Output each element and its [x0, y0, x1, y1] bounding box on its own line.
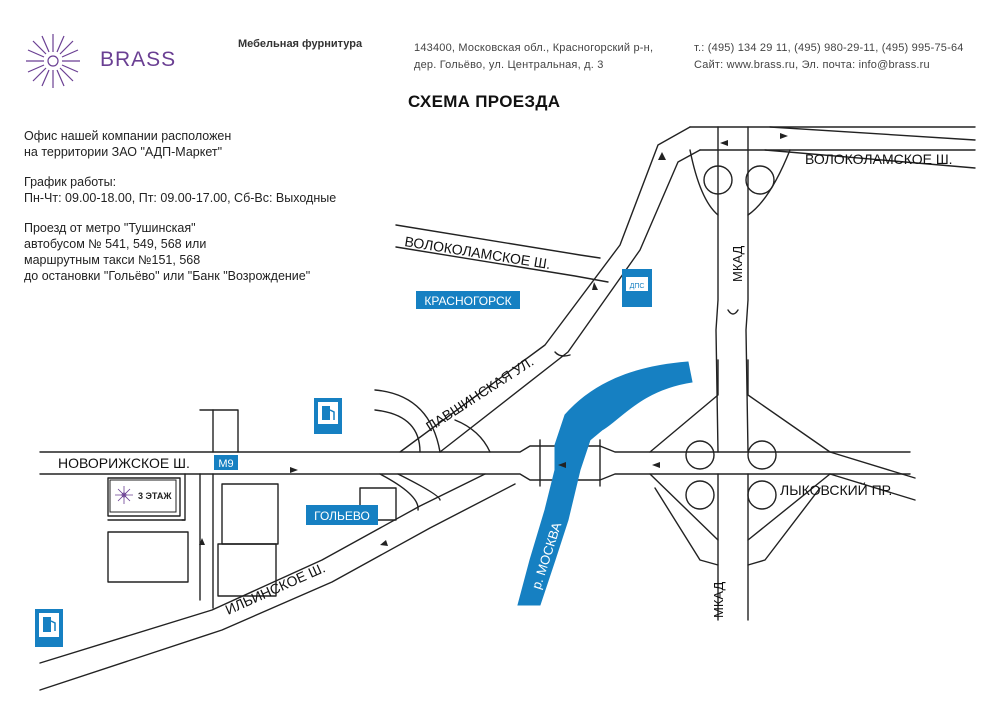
- road-label-volokolamskoe-right: ВОЛОКОЛАМСКОЕ Ш.: [805, 151, 953, 167]
- road-label-pavshinskaya: ПАВШИНСКАЯ УЛ.: [423, 353, 536, 434]
- novorizhskoe-highway: [39, 445, 911, 481]
- page-title: СХЕМА ПРОЕЗДА: [408, 92, 561, 111]
- office-floor-label: 3 ЭТАЖ: [138, 491, 172, 501]
- address-line: 143400, Московская обл., Красногорский р…: [414, 42, 654, 54]
- krasnogorsk-badge: [416, 291, 520, 309]
- web-and-email: Сайт: www.brass.ru, Эл. почта: info@bras…: [694, 59, 930, 71]
- brass-logo-icon: [115, 486, 133, 504]
- golevo-label: ГОЛЬЕВО: [314, 509, 370, 523]
- dps-label: ДПС: [630, 283, 645, 290]
- mkad-ring-road: [715, 126, 749, 621]
- m9-badge: [214, 455, 238, 470]
- company-address: 143400, Московская обл., Красногорский р…: [414, 40, 653, 74]
- golevo-badge: [306, 505, 378, 525]
- volokolamskoe-right: [689, 126, 976, 169]
- brass-logo-icon: [26, 34, 80, 88]
- road-label-novorizhskoe: НОВОРИЖСКОЕ Ш.: [58, 455, 190, 471]
- traffic-police-icon: ДПС: [622, 269, 652, 307]
- m9-label: М9: [218, 458, 233, 470]
- volokolamskoe-left: [395, 224, 609, 283]
- road-label-lykovsky: ЛЫКОВСКИЙ ПР.: [780, 481, 892, 498]
- fuel-station-icon: [35, 609, 63, 647]
- brand-name: BRASS: [100, 48, 177, 71]
- lykovsky-proezd: [829, 451, 916, 501]
- office-location: Офис нашей компании расположен на террит…: [24, 129, 232, 159]
- local-streets: [107, 409, 239, 609]
- direction-arrow-icon: [199, 133, 788, 546]
- bridge-mark: [554, 351, 571, 357]
- ilinskoe-highway: [39, 473, 516, 691]
- road-label-mkad-top: МКАД: [730, 245, 745, 282]
- pavshinskaya-street: [399, 126, 701, 453]
- fuel-station-icon: [314, 398, 342, 434]
- road-label-mkad-bottom: МКАД: [711, 581, 726, 618]
- route-directions: Проезд от метро "Тушинская" автобусом № …: [24, 221, 311, 283]
- work-schedule: График работы: Пн-Чт: 09.00-18.00, Пт: 0…: [24, 175, 337, 205]
- office-marker: [109, 479, 177, 513]
- address-line: дер. Гольёво, ул. Центральная, д. 3: [414, 59, 604, 71]
- company-contacts: т.: (495) 134 29 11, (495) 980-29-11, (4…: [694, 40, 964, 74]
- moskva-river: [517, 361, 693, 606]
- phone-numbers: т.: (495) 134 29 11, (495) 980-29-11, (4…: [694, 42, 964, 54]
- lykovsky-interchange: [649, 359, 831, 566]
- building-blocks: [107, 477, 397, 597]
- top-interchange: [689, 149, 791, 216]
- info-block: Офис нашей компании расположен на террит…: [24, 128, 336, 298]
- pavshinskaya-interchange: [374, 389, 491, 511]
- krasnogorsk-label: КРАСНОГОРСК: [424, 294, 511, 308]
- tagline: Мебельная фурнитура: [238, 38, 363, 50]
- road-label-ilinskoe: ИЛЬИНСКОЕ Ш.: [223, 559, 328, 617]
